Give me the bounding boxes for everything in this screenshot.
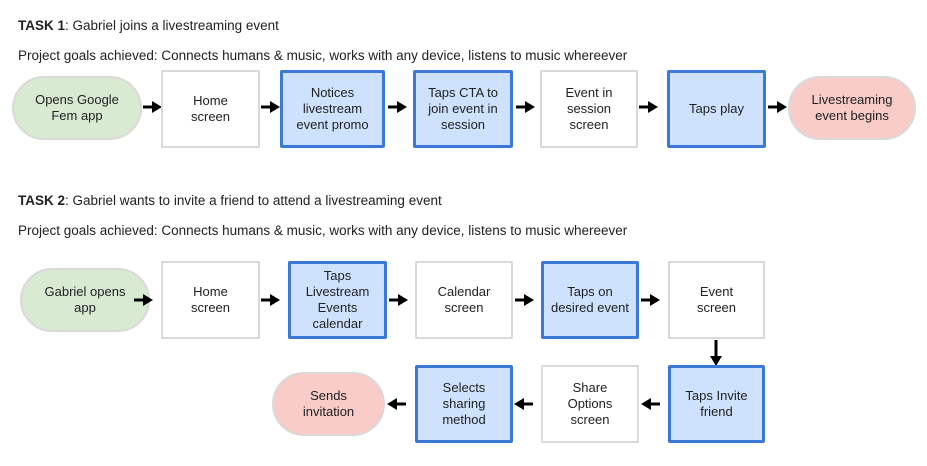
task-1-goals: Project goals achieved: Connects humans … <box>18 48 628 63</box>
arrow-t1-5 <box>639 99 658 115</box>
node-label: Home screen <box>190 93 231 124</box>
node-label: Taps Livestream Events calendar <box>305 268 370 331</box>
node-livestreaming-event-begins[interactable]: Livestreaming event begins <box>788 76 916 140</box>
task-2-title-number: TASK 2 <box>18 193 66 208</box>
node-label: Livestreaming event begins <box>811 92 893 123</box>
arrow-t2-1 <box>134 292 153 308</box>
node-label: Taps CTA to join event in session <box>428 85 498 132</box>
node-taps-invite-friend[interactable]: Taps Invite friend <box>668 365 765 443</box>
node-sends-invitation[interactable]: Sends invitation <box>272 372 385 436</box>
node-opens-google-fem-app[interactable]: Opens Google Fem app <box>12 76 142 140</box>
task-2-title: TASK 2: Gabriel wants to invite a friend… <box>18 193 442 209</box>
task-1-title: TASK 1: Gabriel joins a livestreaming ev… <box>18 18 279 34</box>
arrow-t1-3 <box>388 99 407 115</box>
node-taps-cta-to-join-event-in-session[interactable]: Taps CTA to join event in session <box>413 70 513 148</box>
node-label: Taps play <box>689 101 744 116</box>
arrow-t1-4 <box>516 99 535 115</box>
task-2-goals: Project goals achieved: Connects humans … <box>18 223 628 238</box>
node-label: Event in session screen <box>565 85 613 132</box>
arrow-t1-2 <box>261 99 280 115</box>
node-home-screen-2[interactable]: Home screen <box>161 261 260 339</box>
node-label: Event screen <box>696 284 737 315</box>
node-label: Sends invitation <box>302 388 355 419</box>
node-label: Share Options screen <box>567 380 613 427</box>
node-selects-sharing-method[interactable]: Selects sharing method <box>415 365 513 443</box>
node-label: Selects sharing method <box>442 380 486 427</box>
node-label: Taps on desired event <box>550 284 630 315</box>
node-gabriel-opens-app[interactable]: Gabriel opens app <box>20 268 150 332</box>
arrow-t1-6 <box>768 99 787 115</box>
node-event-screen[interactable]: Event screen <box>668 261 765 339</box>
node-taps-play[interactable]: Taps play <box>667 70 766 148</box>
arrow-t2-3 <box>389 292 408 308</box>
arrow-t2-4 <box>515 292 534 308</box>
node-home-screen-1[interactable]: Home screen <box>161 70 260 148</box>
arrow-t2-6-down <box>708 340 724 366</box>
node-label: Taps Invite friend <box>685 388 748 419</box>
task-2-title-text: : Gabriel wants to invite a friend to at… <box>65 193 442 208</box>
arrow-t2-9-left <box>387 396 406 412</box>
node-share-options-screen[interactable]: Share Options screen <box>541 365 639 443</box>
node-taps-livestream-events-calendar[interactable]: Taps Livestream Events calendar <box>288 261 387 339</box>
node-label: Notices livestream event promo <box>296 85 369 132</box>
arrow-t2-8-left <box>514 396 533 412</box>
task-1-title-text: : Gabriel joins a livestreaming event <box>65 18 279 33</box>
arrow-t2-5 <box>641 292 660 308</box>
task-1-title-number: TASK 1 <box>18 18 66 33</box>
node-taps-on-desired-event[interactable]: Taps on desired event <box>541 261 639 339</box>
node-label: Calendar screen <box>437 284 491 315</box>
node-label: Opens Google Fem app <box>35 92 119 123</box>
node-calendar-screen[interactable]: Calendar screen <box>415 261 513 339</box>
node-label: Home screen <box>190 284 231 315</box>
node-event-in-session-screen[interactable]: Event in session screen <box>540 70 638 148</box>
arrow-t1-1 <box>143 99 162 115</box>
node-label: Gabriel opens app <box>44 284 126 315</box>
arrow-t2-7-left <box>641 396 660 412</box>
arrow-t2-2 <box>261 292 280 308</box>
node-notices-livestream-event-promo[interactable]: Notices livestream event promo <box>280 70 385 148</box>
